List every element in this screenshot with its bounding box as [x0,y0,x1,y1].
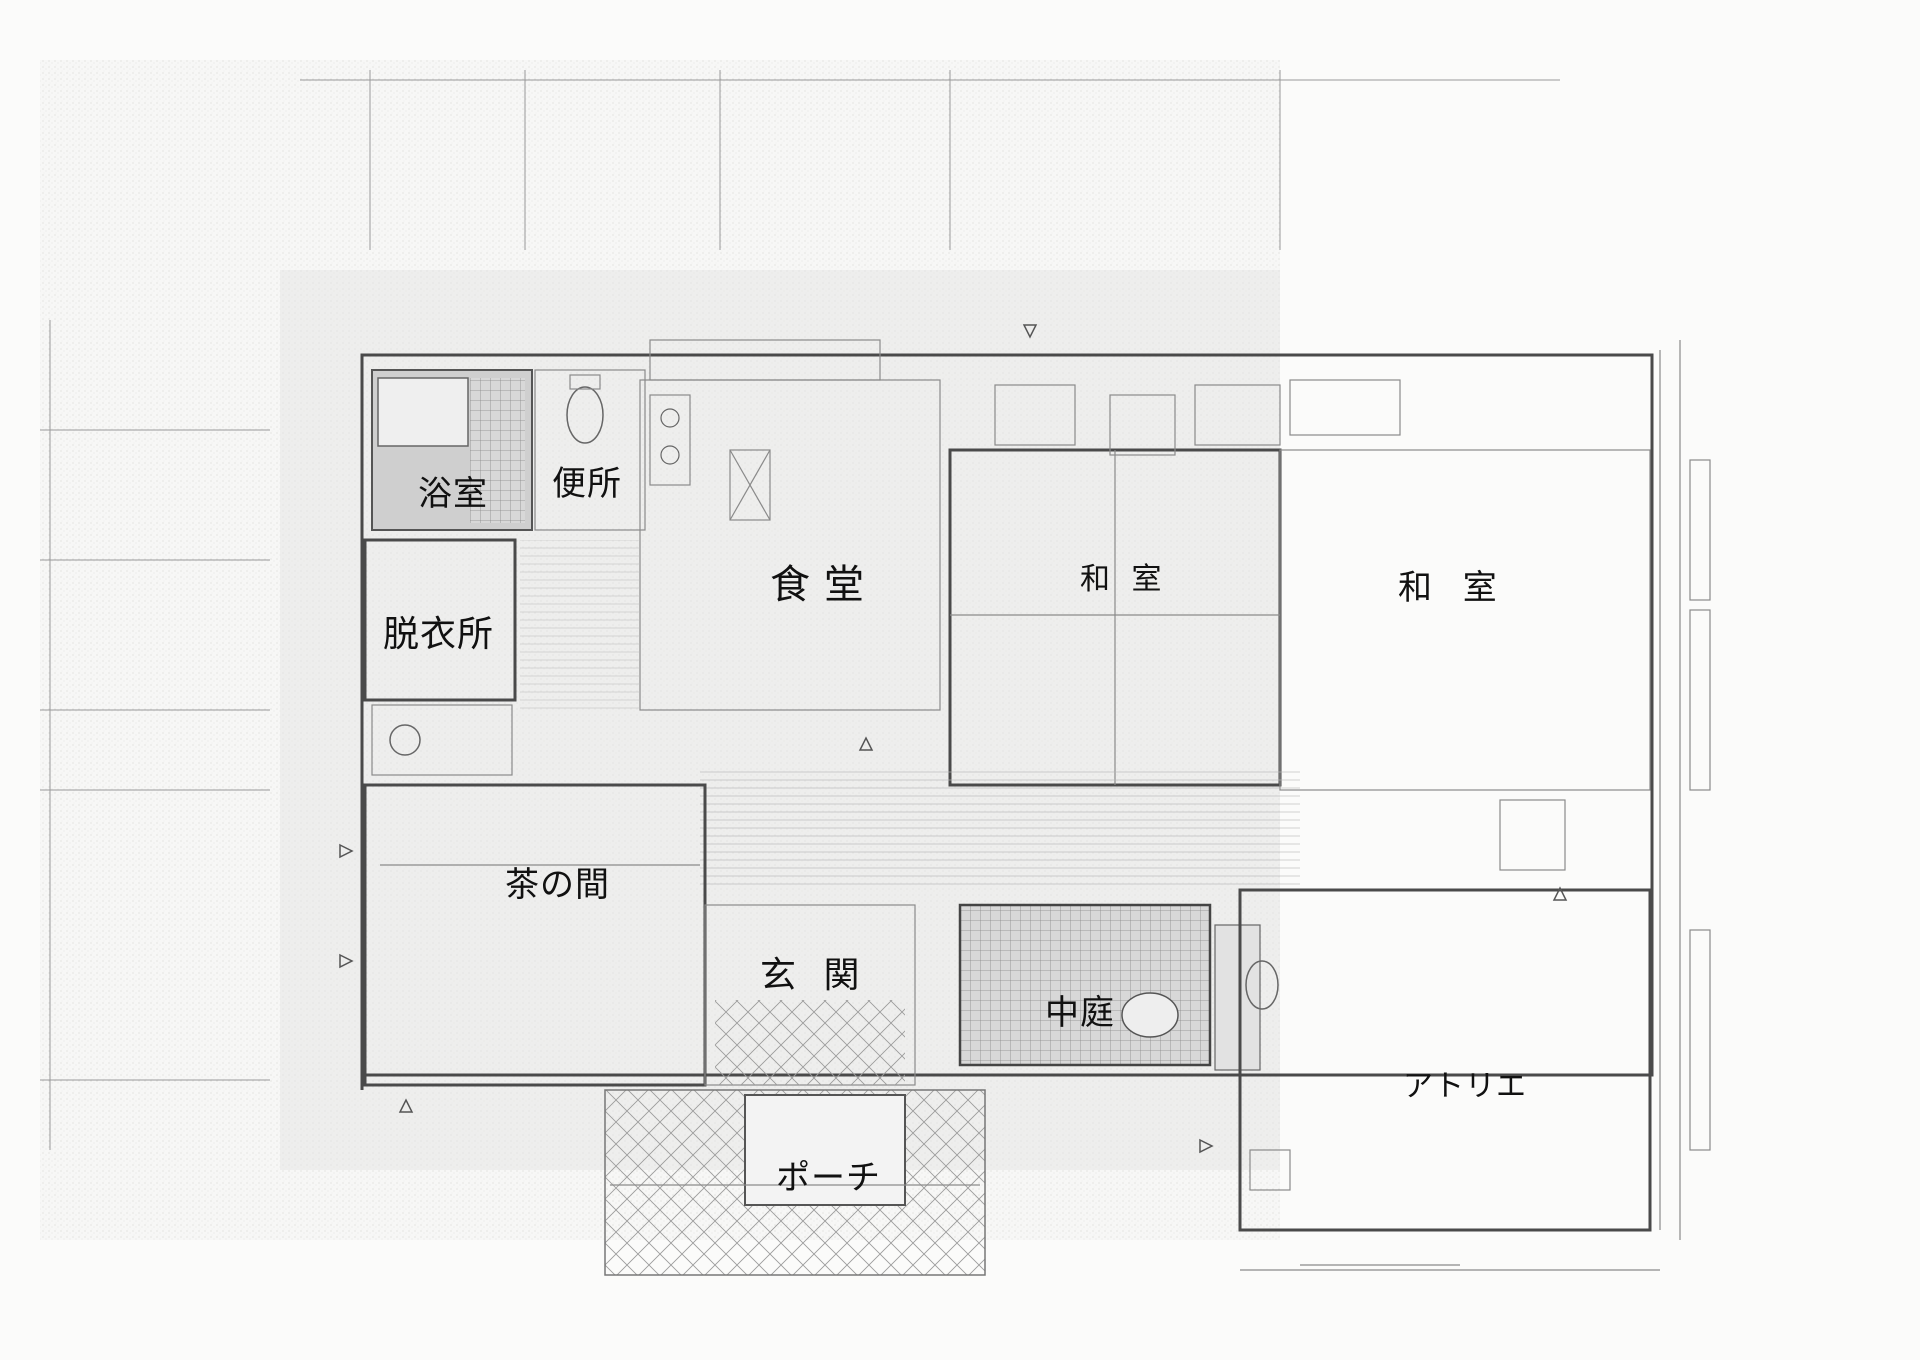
dressing-room [363,538,517,776]
room-label-chanoma: 茶の間 [505,865,610,905]
atelier-room [1238,888,1652,1232]
right-elevation-edge [1659,340,1711,1240]
top-dimension-line [300,70,1560,250]
room-label-washitsu-1: 和 室 [1080,562,1168,597]
room-label-toilet: 便所 [552,464,622,504]
room-label-genkan: 玄 関 [760,955,868,996]
room-label-atelier: アトリエ [1403,1069,1527,1104]
genkan-area [704,904,916,1086]
courtyard [958,903,1279,1071]
exterior-walls [360,353,1654,1090]
room-label-dressing: 脱衣所 [383,614,495,655]
hallway-flooring [520,540,1300,890]
room-label-dining: 食堂 [770,562,878,608]
porch-area [604,1089,986,1276]
room-label-bath: 浴室 [418,474,488,514]
washitsu-room-2 [1279,379,1651,871]
room-label-porch: ポーチ [776,1158,881,1198]
room-label-nakaniwa: 中庭 [1045,993,1115,1033]
toilet-area [534,369,646,531]
bath-area [371,369,533,531]
bottom-outline [1240,1264,1660,1271]
left-dimension-line [40,320,270,1150]
direction-markers [339,324,1568,1154]
room-label-washitsu-2: 和 室 [1398,568,1507,608]
